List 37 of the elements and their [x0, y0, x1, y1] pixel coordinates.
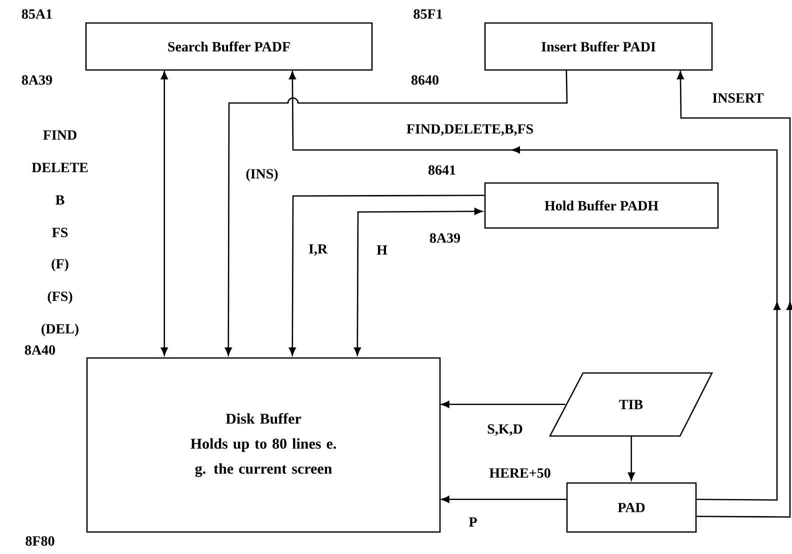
address-label: 8641 [428, 165, 456, 175]
edge-label: S,K,D [486, 423, 524, 437]
edge-label: (INS) [244, 168, 280, 182]
edge-label: H [376, 244, 388, 256]
address-label: 8A39 [430, 233, 460, 243]
address-label: 8640 [411, 75, 438, 85]
address-label: 8F80 [26, 536, 54, 546]
command-label: B [56, 195, 64, 205]
command-label: DELETE [32, 162, 88, 172]
buffer-box: PAD [566, 482, 697, 533]
arrow [441, 400, 566, 408]
buffer-box: Disk Buffer Holds up to 80 lines e. g. the current screen [86, 357, 441, 533]
address-label: HERE+50 [489, 468, 550, 478]
address-label: 8A40 [24, 345, 56, 355]
address-label: 85A1 [22, 9, 52, 19]
arrow [677, 71, 792, 518]
edge-label: I,R [307, 243, 329, 257]
arrow [441, 496, 566, 503]
buffer-box: Search Buffer PADF [85, 22, 373, 71]
address-label: 8A39 [22, 75, 52, 85]
command-label: (FS) [48, 291, 72, 304]
arrow [628, 435, 635, 480]
edge-label: INSERT [711, 92, 765, 104]
arrow [224, 69, 568, 356]
arrow [288, 71, 780, 501]
arrow [354, 208, 482, 356]
command-label: FIND [43, 130, 76, 140]
command-label: FS [52, 228, 68, 238]
buffer-box: Insert Buffer PADI [484, 22, 713, 71]
address-label: 85F1 [414, 9, 442, 19]
command-label: (F) [52, 258, 68, 272]
arrow [160, 71, 168, 356]
buffer-box: Hold Buffer PADH [484, 182, 719, 229]
arrow [288, 194, 484, 356]
command-label: (DEL) [42, 324, 78, 336]
edge-label: FIND,DELETE,B,FS [405, 123, 535, 137]
edge-label: P [468, 516, 478, 528]
